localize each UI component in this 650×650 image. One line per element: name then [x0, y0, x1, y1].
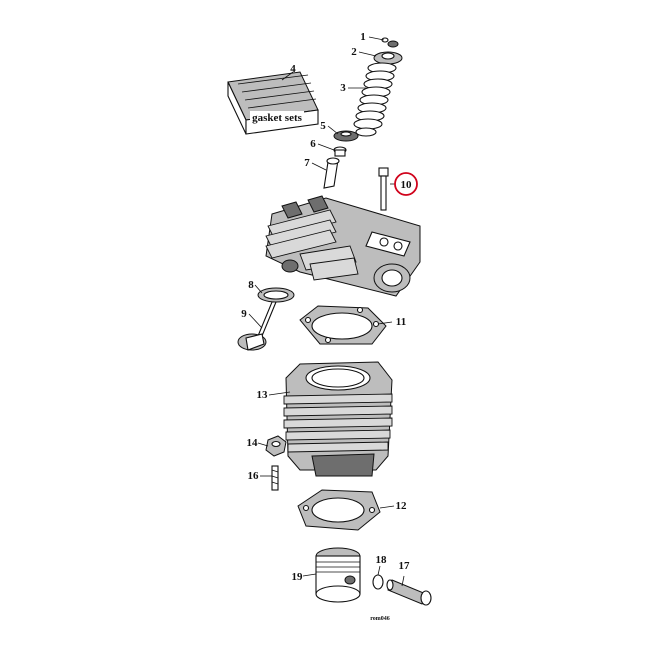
callout-5: 5 [320, 120, 326, 132]
image-code: rom046 [370, 616, 390, 622]
part-16-stud [271, 465, 279, 491]
callout-6: 6 [310, 138, 316, 150]
part-5-spring-seat [333, 130, 359, 142]
part-4-gasket-sets-box [227, 71, 319, 135]
highlight-circle-10 [394, 172, 418, 196]
part-13-cylinder [283, 361, 393, 477]
part-19-piston [315, 547, 361, 603]
part-2-spring-collar [373, 51, 403, 65]
cylinder-head [265, 195, 421, 297]
callout-12: 12 [396, 500, 408, 512]
gasket-sets-label-bg [250, 111, 304, 124]
callout-4: 4 [290, 63, 296, 75]
callout-18: 18 [376, 554, 388, 566]
callout-8: 8 [248, 279, 254, 291]
callout-14: 14 [247, 437, 259, 449]
callout-17: 17 [399, 560, 411, 572]
part-6-valve-seal [333, 146, 347, 157]
part-18-circlip [372, 574, 384, 590]
part-10-head-bolt [378, 167, 389, 211]
callout-10: 10 [401, 179, 413, 191]
part-17-piston-pin [386, 579, 432, 606]
callout-9: 9 [241, 308, 247, 320]
callout-19: 19 [292, 571, 304, 583]
callout-16: 16 [248, 470, 260, 482]
callout-7: 7 [304, 157, 310, 169]
callout-3: 3 [340, 82, 346, 94]
callout-13: 13 [257, 389, 269, 401]
part-1-valve-keeper [381, 37, 399, 48]
part-9-valve [237, 301, 277, 351]
callout-11: 11 [396, 316, 406, 328]
part-11-head-gasket [299, 305, 387, 345]
part-12-base-gasket [297, 489, 381, 531]
callout-1: 1 [360, 31, 366, 43]
gasket-sets-label: gasket sets [252, 112, 303, 124]
part-7-valve-guide [323, 157, 340, 189]
part-3-valve-springs [353, 62, 397, 137]
part-8-gasket-ring [257, 287, 295, 303]
callout-2: 2 [351, 46, 357, 58]
part-14-nut [265, 435, 287, 457]
